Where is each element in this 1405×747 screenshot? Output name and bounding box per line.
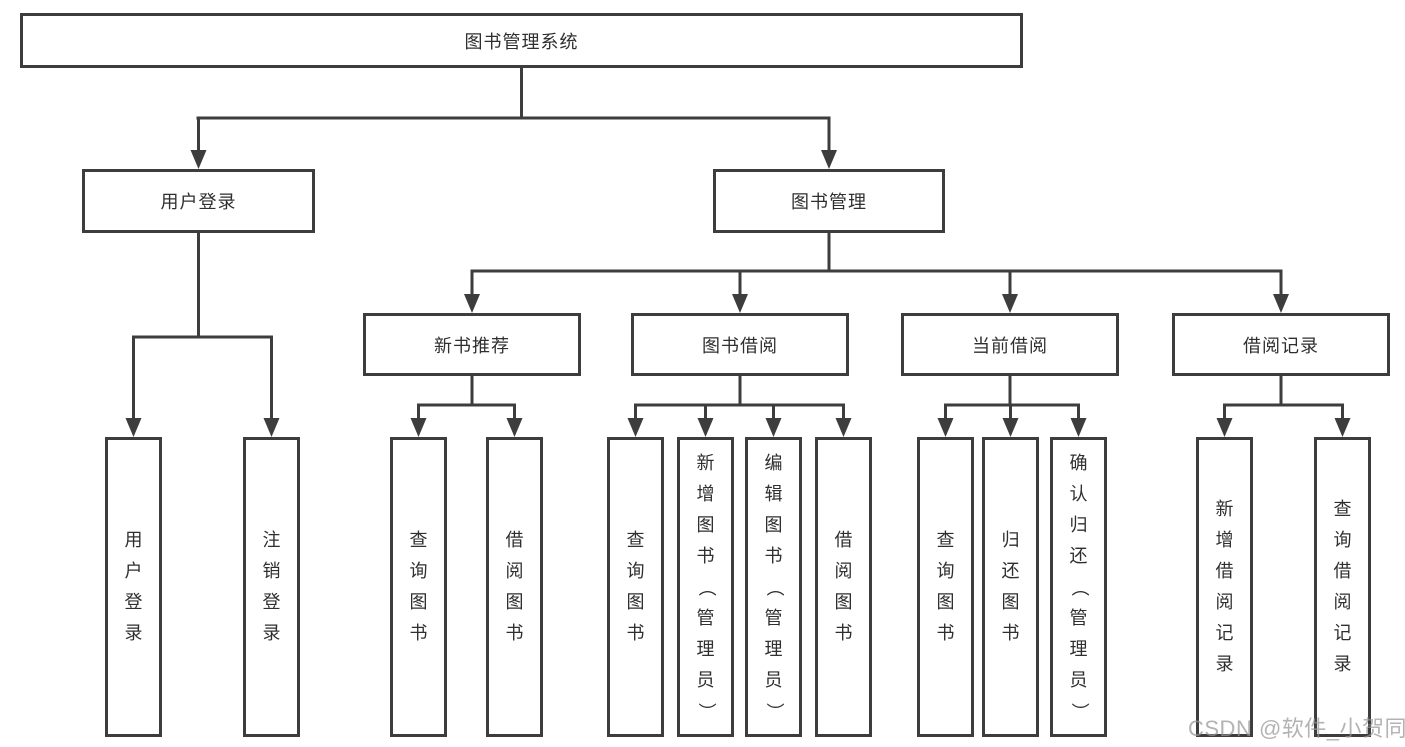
arrow-down-icon <box>835 418 852 437</box>
node-label: 新书推荐 <box>434 335 510 356</box>
arrow-down-icon <box>1216 418 1233 437</box>
arrow-down-icon <box>1273 294 1289 313</box>
node-label: 借阅图书 <box>834 530 853 643</box>
node-label: 确认归还（管理员） <box>1069 452 1089 721</box>
node-label: 借阅图书 <box>505 530 524 643</box>
node-label: 图书管理系统 <box>464 31 579 52</box>
node-user-login: 用户登录 <box>82 169 315 233</box>
node-label: 图书管理 <box>791 192 867 212</box>
node-label: 新增图书（管理员） <box>696 452 716 721</box>
node-label: 查询图书 <box>626 530 645 643</box>
arrow-down-icon <box>263 418 280 437</box>
leaf-return-books: 归还图书 <box>982 437 1039 737</box>
leaf-edit-books-admin: 编辑图书（管理员） <box>745 437 802 737</box>
node-label: 新增借阅记录 <box>1215 499 1234 674</box>
arrow-down-icon <box>125 418 142 437</box>
connector-leaf-groups <box>417 376 1344 421</box>
connector-user-login-group <box>132 233 273 421</box>
arrow-down-icon <box>937 418 954 437</box>
arrow-down-icon <box>1070 418 1087 437</box>
arrow-down-icon <box>627 418 644 437</box>
node-library-management-system: 图书管理系统 <box>20 13 1023 68</box>
arrow-down-icon <box>190 150 207 169</box>
arrowheads-level3 <box>464 294 1289 313</box>
node-label: 查询图书 <box>936 530 955 643</box>
node-label: 归还图书 <box>1001 530 1020 643</box>
arrow-down-icon <box>732 294 748 313</box>
leaf-query-books-recommend: 查询图书 <box>390 437 447 737</box>
connector-level3 <box>470 233 1283 297</box>
leaf-add-borrow-record: 新增借阅记录 <box>1196 437 1253 737</box>
leaf-borrow-books-recommend: 借阅图书 <box>486 437 543 737</box>
node-label: 用户登录 <box>160 192 237 212</box>
leaf-query-borrow-record: 查询借阅记录 <box>1314 437 1371 737</box>
node-borrowing-records: 借阅记录 <box>1172 313 1390 376</box>
leaf-borrow-books: 借阅图书 <box>815 437 872 737</box>
arrow-down-icon <box>1334 418 1351 437</box>
node-book-management: 图书管理 <box>713 169 945 233</box>
node-label: 图书借阅 <box>702 335 778 356</box>
node-label: 查询借阅记录 <box>1333 499 1352 674</box>
leaf-add-books-admin: 新增图书（管理员） <box>677 437 734 737</box>
leaf-query-books-borrow: 查询图书 <box>607 437 664 737</box>
arrowheads-level1 <box>190 150 837 169</box>
arrow-down-icon <box>506 418 523 437</box>
node-label: 注销登录 <box>262 530 281 643</box>
node-label: 当前借阅 <box>972 335 1048 356</box>
arrowheads-user-login-group <box>125 418 280 437</box>
csdn-watermark: CSDN @软件_小贺同学 <box>1188 716 1405 741</box>
arrow-down-icon <box>765 418 782 437</box>
leaf-confirm-return-admin: 确认归还（管理员） <box>1050 437 1107 737</box>
node-new-book-recommendation: 新书推荐 <box>363 313 581 376</box>
arrowheads-leaf-groups <box>410 418 1351 437</box>
leaf-query-books-current: 查询图书 <box>917 437 974 737</box>
arrow-down-icon <box>1002 418 1019 437</box>
leaf-user-login: 用户登录 <box>105 437 162 737</box>
arrow-down-icon <box>697 418 714 437</box>
node-book-borrowing: 图书借阅 <box>631 313 849 376</box>
node-label: 借阅记录 <box>1243 335 1319 356</box>
arrow-down-icon <box>821 150 837 169</box>
arrow-down-icon <box>1002 294 1018 313</box>
node-label: 用户登录 <box>124 530 143 643</box>
leaf-logout: 注销登录 <box>243 437 300 737</box>
arrow-down-icon <box>410 418 427 437</box>
arrow-down-icon <box>464 294 480 313</box>
node-label: 查询图书 <box>409 530 428 643</box>
node-current-borrowing: 当前借阅 <box>901 313 1119 376</box>
node-label: 编辑图书（管理员） <box>764 452 784 721</box>
connector-level1 <box>196 68 831 153</box>
